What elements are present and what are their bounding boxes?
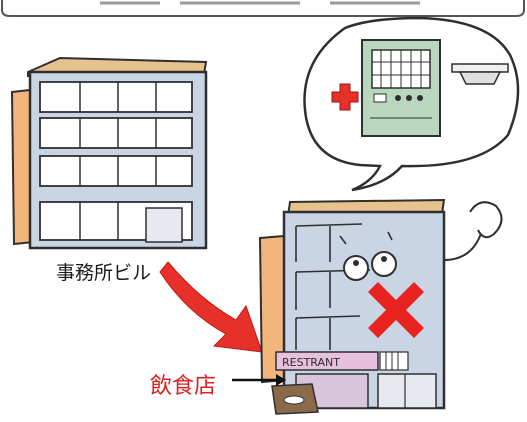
fire-alarm-panel-icon [361, 39, 441, 137]
prohibited-x-icon [368, 282, 424, 338]
restaurant-label: 飲食店 [150, 374, 217, 399]
office-building-label: 事務所ビル [54, 258, 154, 285]
smoke-detector-icon [451, 63, 509, 85]
restaurant-building: RESTRANT [258, 198, 503, 415]
red-cross-icon [331, 83, 359, 111]
transition-arrow [159, 261, 263, 353]
header-frame [1, 0, 525, 17]
restaurant-pointer-arrow [232, 374, 286, 386]
office-building [10, 56, 208, 250]
restaurant-sign-text: RESTRANT [282, 356, 340, 369]
